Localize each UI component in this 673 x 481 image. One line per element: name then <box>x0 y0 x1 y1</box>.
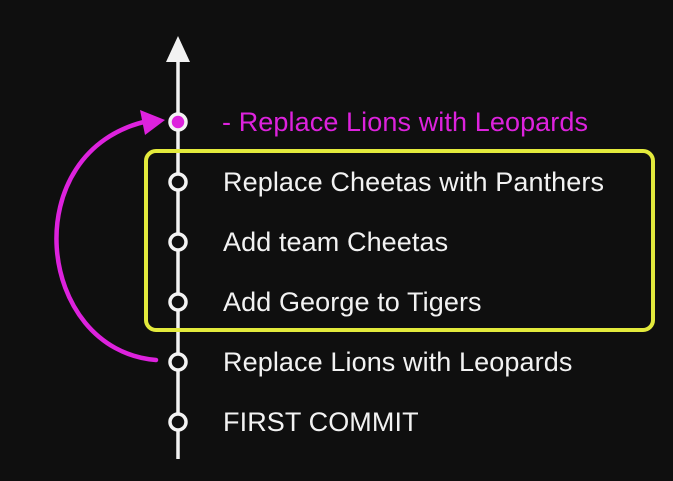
commit-node <box>168 292 188 312</box>
selected-commits-box <box>144 149 655 332</box>
commit-node <box>168 352 188 372</box>
commit-node <box>168 232 188 252</box>
commit-label-first-commit: FIRST COMMIT <box>223 407 419 437</box>
commit-label-new-replace-lions: - Replace Lions with Leopards <box>222 107 589 137</box>
move-commit-arrow <box>54 118 159 363</box>
move-commit-arrowhead <box>140 110 165 135</box>
commit-label-replace-lions: Replace Lions with Leopards <box>223 347 573 377</box>
commit-nodes <box>168 112 188 432</box>
commit-label-add-team-cheetas: Add team Cheetas <box>223 227 449 257</box>
commit-node <box>168 112 188 132</box>
commit-node <box>168 412 188 432</box>
commit-label-add-george: Add George to Tigers <box>223 287 482 317</box>
arrow-up-icon <box>166 36 190 62</box>
commit-node <box>168 172 188 192</box>
commit-label-replace-cheetas: Replace Cheetas with Panthers <box>223 167 605 197</box>
